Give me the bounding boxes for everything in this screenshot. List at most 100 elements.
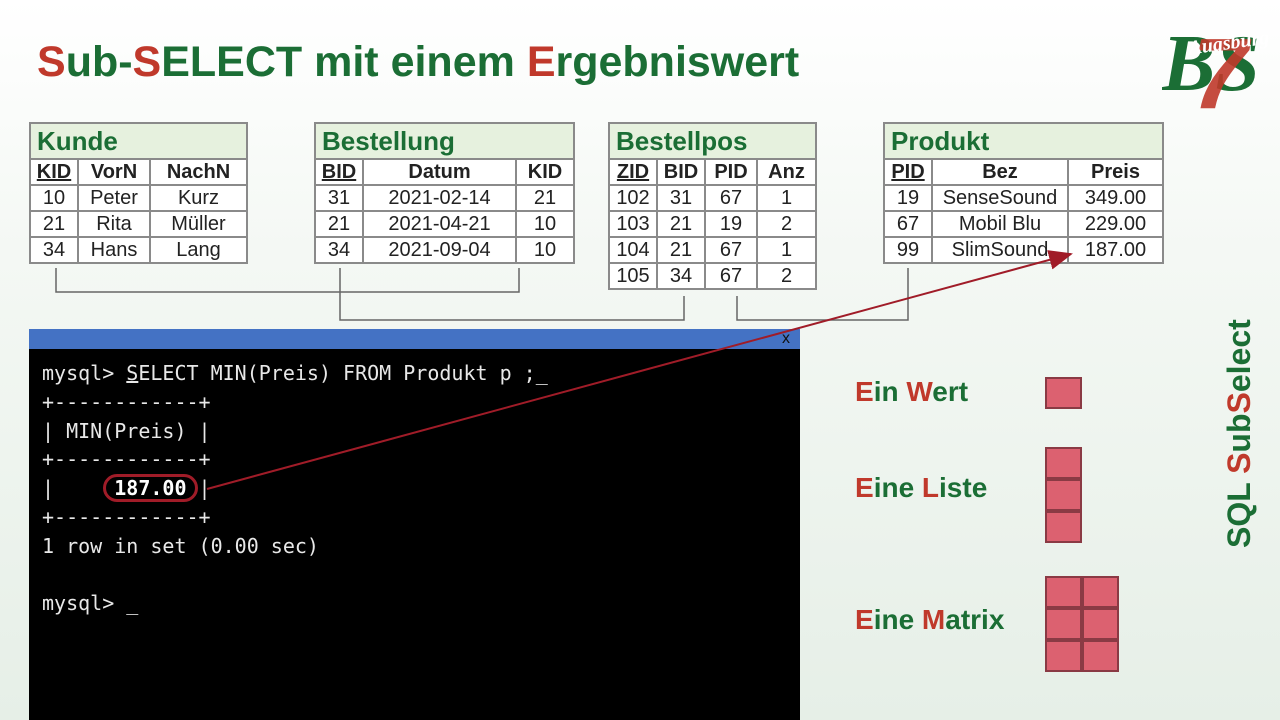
table-cell: 21 [515,184,575,212]
table-name: Bestellung [314,122,575,158]
table-cell: Mobil Blu [931,210,1069,238]
terminal-titlebar[interactable]: x [29,329,800,349]
result-shape-cell [1045,447,1082,479]
table-cell: 105 [608,262,658,290]
cursor: _ [126,591,139,616]
table-cell: 67 [704,236,758,264]
table-cell: 2 [756,210,817,238]
result-shape-grid [1045,576,1119,672]
page-title: Sub-SELECT mit einem Ergebniswert [37,38,800,86]
table-cell: Rita [77,210,151,238]
subselect-type-label: Eine Matrix [855,604,1005,635]
side-title: SQL SubSelect [1221,319,1257,548]
table-cell: 67 [704,184,758,212]
primary-key-header: KID [29,158,79,186]
table-cell: SenseSound [931,184,1069,212]
column-header: Bez [931,158,1069,186]
bs7-logo: BS 7 Augsburg [1162,18,1271,112]
table-cell: 21 [656,210,706,238]
close-icon[interactable]: x [782,330,790,347]
column-header: NachN [149,158,248,186]
logo-7-text: 7 [1192,18,1252,112]
primary-key-header: BID [314,158,364,186]
column-header: PID [704,158,758,186]
table-cell: 349.00 [1067,184,1164,212]
table-cell: 229.00 [1067,210,1164,238]
table-cell: 104 [608,236,658,264]
table-cell: Kurz [149,184,248,212]
table-cell: Hans [77,236,151,264]
table-cell: 31 [314,184,364,212]
subselect-type-label: Ein Wert [855,376,969,407]
table-cell: 99 [883,236,933,264]
table-cell: 34 [29,236,79,264]
table-cell: 2 [756,262,817,290]
result-shape-grid [1045,447,1082,543]
result-shape-cell [1045,576,1082,608]
table-cell: 67 [883,210,933,238]
table-cell: Lang [149,236,248,264]
column-header: KID [515,158,575,186]
table-cell: 34 [314,236,364,264]
table-cell: 67 [704,262,758,290]
result-shape-cell [1082,608,1119,640]
table-cell: Müller [149,210,248,238]
result-column-header: MIN(Preis) [66,418,187,443]
result-value: 187.00 [103,474,198,503]
mysql-terminal[interactable]: x mysql> SELECT MIN(Preis) FROM Produkt … [29,329,800,720]
table-name: Bestellpos [608,122,817,158]
table-cell: 1 [756,184,817,212]
result-shape-cell [1045,479,1082,511]
table-cell: 103 [608,210,658,238]
column-header: Anz [756,158,817,186]
table-cell: Peter [77,184,151,212]
table-cell: 2021-09-04 [362,236,517,264]
table-name: Kunde [29,122,248,158]
subselect-type-label: Eine Liste [855,472,988,503]
table-cell: 187.00 [1067,236,1164,264]
row-count-info: 1 row in set (0.00 sec) [42,533,319,558]
table-name: Produkt [883,122,1164,158]
result-shape-cell [1045,377,1082,409]
result-shape-cell [1045,608,1082,640]
column-header: Preis [1067,158,1164,186]
result-shape-cell [1082,576,1119,608]
table-cell: 2021-04-21 [362,210,517,238]
column-header: BID [656,158,706,186]
result-shape-cell [1082,640,1119,672]
column-header: VorN [77,158,151,186]
table-cell: 2021-02-14 [362,184,517,212]
table-cell: 21 [314,210,364,238]
terminal-output: mysql> SELECT MIN(Preis) FROM Produkt p … [42,361,548,616]
table-cell: 102 [608,184,658,212]
table-cell: 31 [656,184,706,212]
column-header: Datum [362,158,517,186]
table-cell: 10 [515,236,575,264]
table-cell: SlimSound [931,236,1069,264]
primary-key-header: PID [883,158,933,186]
table-cell: 1 [756,236,817,264]
table-cell: 10 [515,210,575,238]
table-cell: 21 [29,210,79,238]
logo-bs-text: BS [1162,20,1260,108]
table-cell: 19 [883,184,933,212]
primary-key-header: ZID [608,158,658,186]
